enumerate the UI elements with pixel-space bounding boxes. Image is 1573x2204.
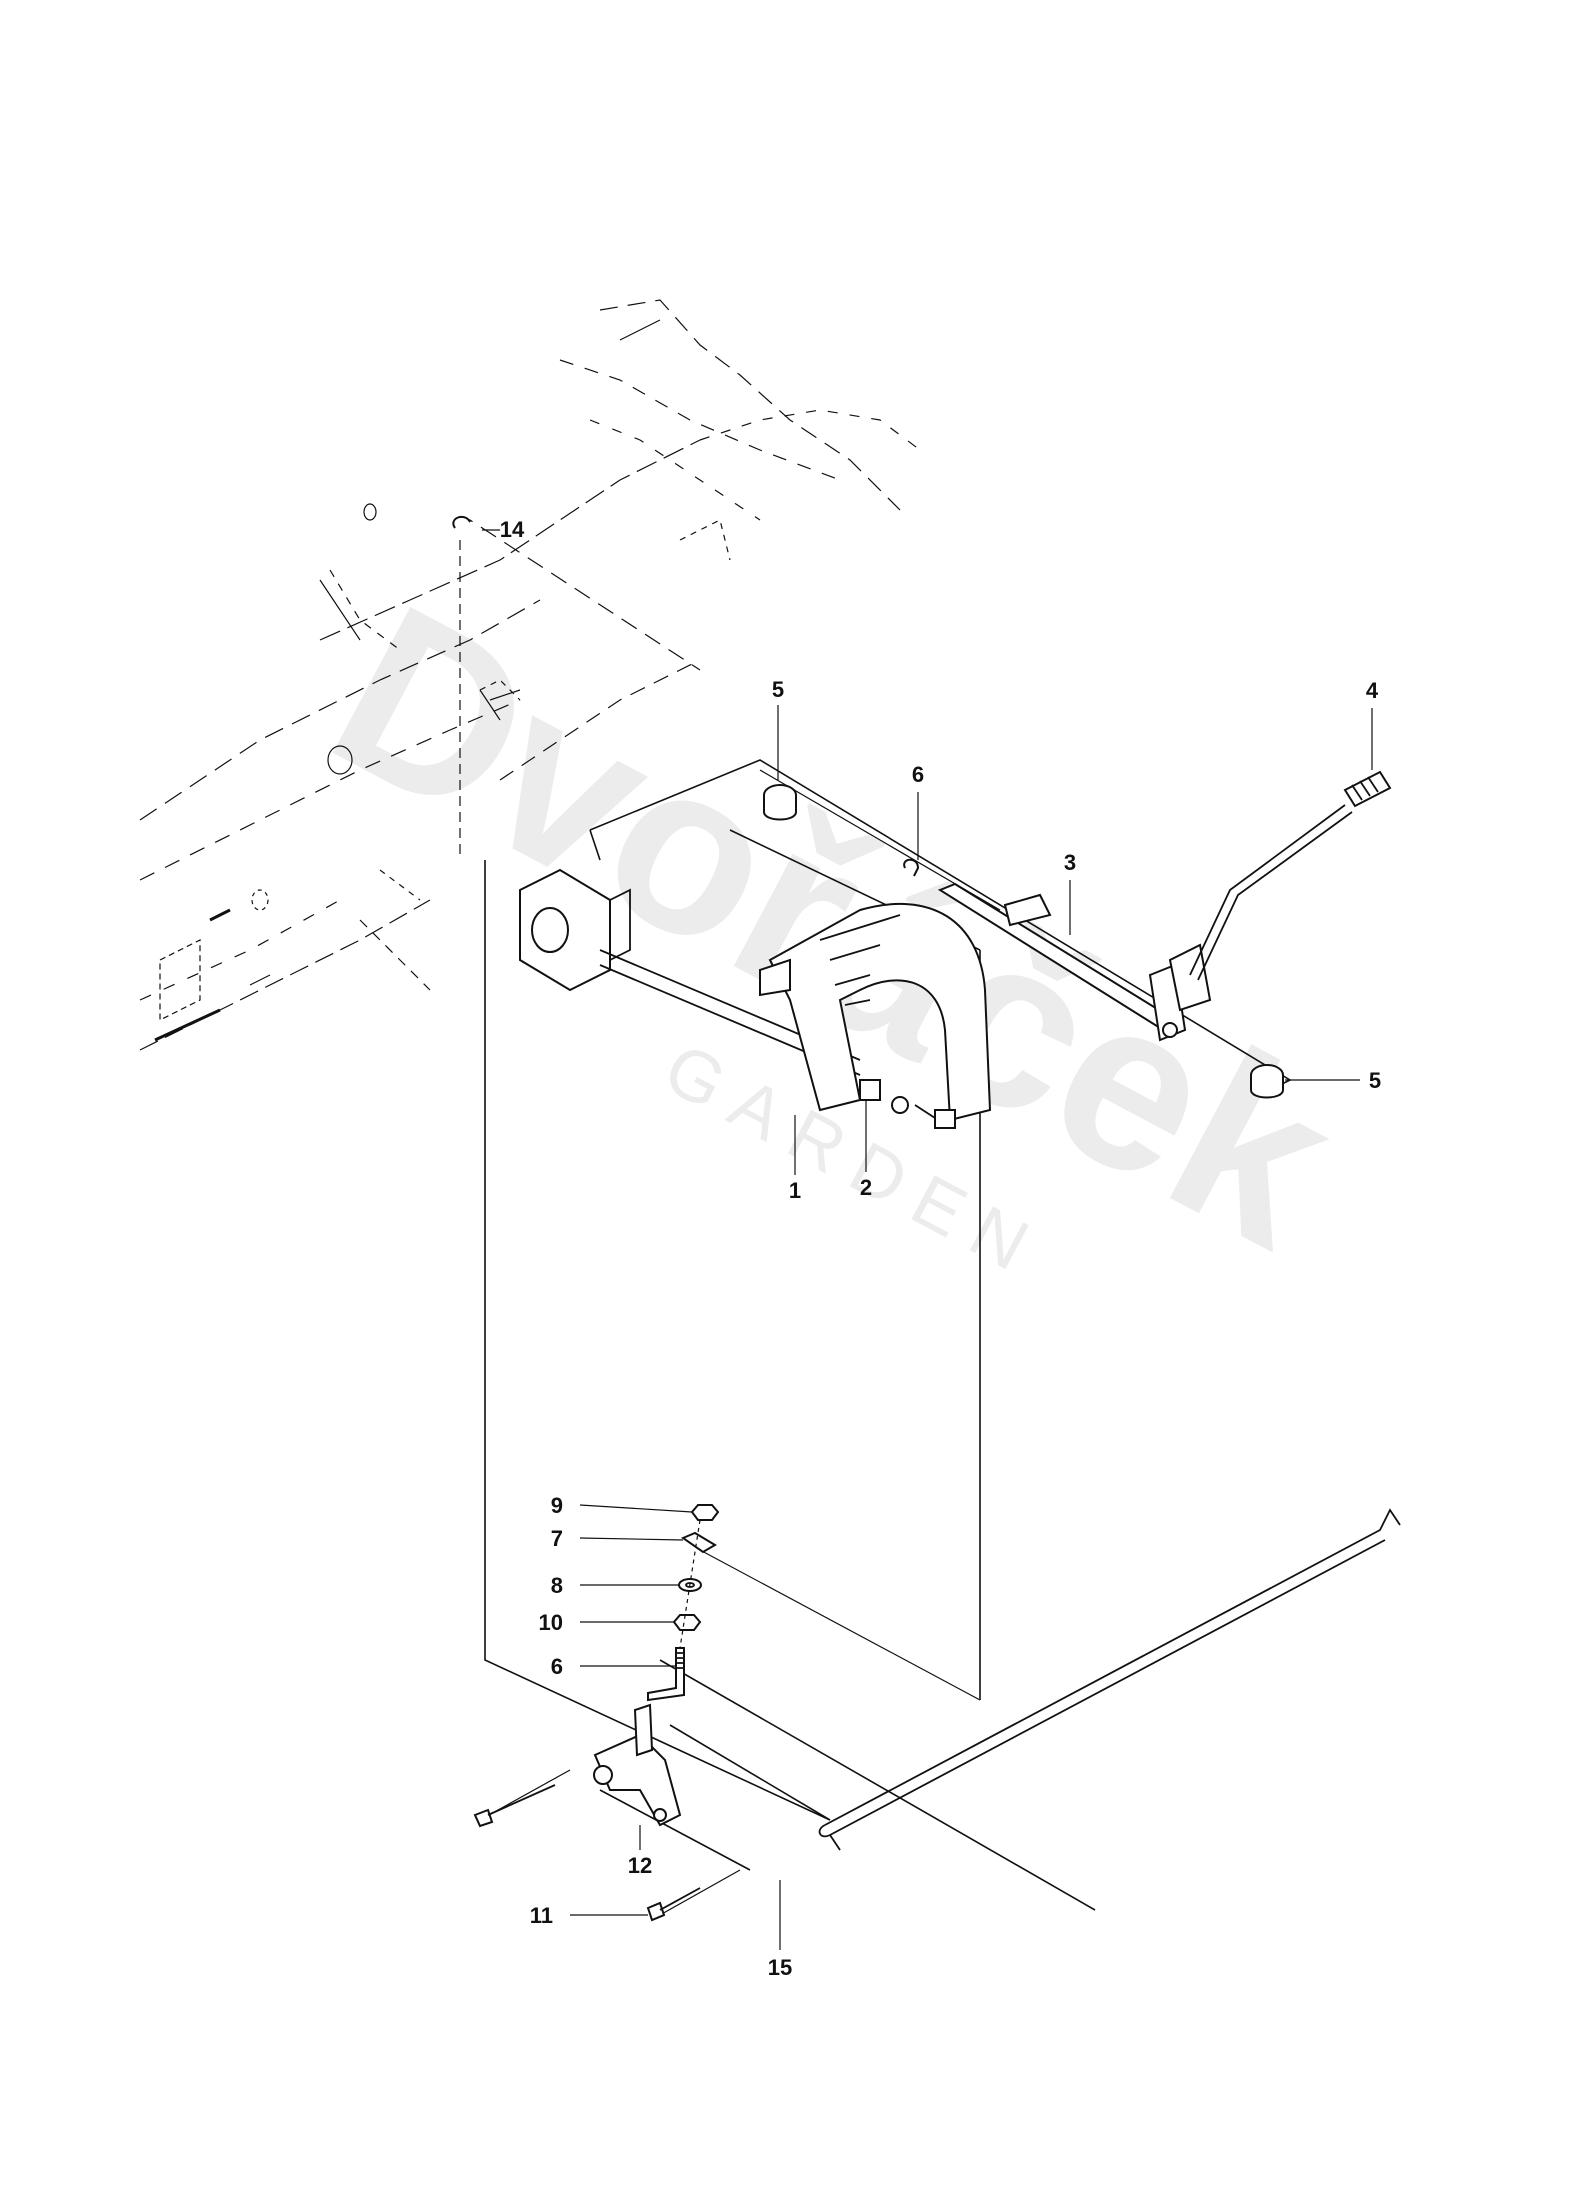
rod-7 [647, 1647, 685, 1702]
callout-11: 10 [539, 1610, 563, 1635]
callout-2: 2 [860, 1175, 872, 1200]
axis-line-8 [699, 1549, 981, 1701]
callout-14: 14 [500, 517, 525, 542]
pin-8 [680, 1531, 717, 1554]
bellcrank-13 [593, 1703, 682, 1827]
callout-10: 9 [551, 1493, 563, 1518]
clip-14 [452, 515, 471, 529]
clip-6 [903, 858, 920, 877]
lower-linkage [647, 1504, 720, 1702]
lever-handle [1189, 770, 1392, 981]
bushing-5-upper [763, 784, 797, 821]
callout-4: 4 [1366, 678, 1379, 703]
callout-6: 6 [912, 762, 924, 787]
callout-15: 15 [768, 1955, 792, 1980]
bushing-5-lower [1250, 1064, 1284, 1099]
callout-13: 12 [628, 1853, 652, 1878]
lever-rod [937, 882, 1212, 1042]
nut-10 [690, 1504, 720, 1521]
callout-12: 11 [530, 1903, 553, 1928]
callout-3: 3 [1064, 850, 1076, 875]
bolt-left [473, 1784, 556, 1828]
callout-7: 6 [551, 1654, 563, 1679]
callout-labels: 5 6 3 4 5 1 2 14 9 7 8 10 6 12 11 15 [500, 517, 1381, 1980]
nut-11 [672, 1614, 702, 1631]
leader-lines [482, 529, 1373, 1950]
chassis-frame [139, 299, 921, 1051]
axis-line-bolt-12 [659, 1869, 741, 1916]
rod-15 [818, 1508, 1401, 1851]
bolts-2 [859, 1079, 956, 1129]
callout-5-lower: 5 [1369, 1068, 1381, 1093]
callout-5-upper: 5 [772, 677, 784, 702]
bolt-12 [646, 1887, 701, 1922]
callout-1: 1 [789, 1178, 801, 1203]
callout-9: 8 [551, 1573, 563, 1598]
callout-8: 7 [551, 1526, 563, 1551]
